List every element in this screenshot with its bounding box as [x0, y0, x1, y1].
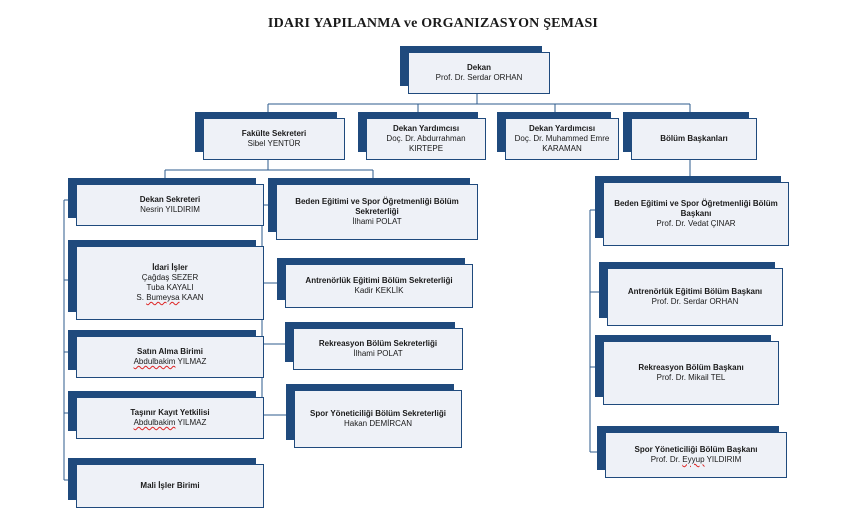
rekreasyon-baskan-name: Prof. Dr. Mikail TEL	[656, 373, 726, 382]
spor-yon-sekreter-box: Spor Yöneticiliği Bölüm Sekreterliği Hak…	[286, 384, 462, 448]
spor-yon-sekreter-title: Spor Yöneticiliği Bölüm Sekreterliği	[310, 409, 446, 418]
name-rest: YILMAZ	[175, 357, 207, 366]
spor-yon-sekreter-name: Hakan DEMİRCAN	[343, 419, 412, 428]
spor-yon-baskan-title: Spor Yöneticiliği Bölüm Başkanı	[634, 445, 758, 454]
spor-yon-baskan-box: Spor Yöneticiliği Bölüm Başkanı Prof. Dr…	[597, 426, 787, 478]
bolum-baskanlari-title: Bölüm Başkanları	[660, 134, 728, 143]
idari-isler-name-2: Tuba KAYALI	[146, 283, 194, 292]
bes-sekreter-name: İlhami POLAT	[352, 217, 402, 226]
chart-title: IDARI YAPILANMA ve ORGANIZASYON ŞEMASI	[267, 16, 599, 31]
dekan-yardimcisi-2-name: Doç. Dr. Muhammed Emre KARAMAN	[514, 134, 610, 153]
name-wavy: Abdulbakim	[133, 418, 176, 427]
bes-baskan-box: Beden Eğitimi ve Spor Öğretmenliği Bölüm…	[595, 176, 789, 246]
antrenorluk-sekreter-name: Kadir KEKLİK	[354, 286, 404, 295]
dekan-yardimcisi-2-title: Dekan Yardımcısı	[528, 124, 596, 133]
dekan-yardimcisi-1-name: Doç. Dr. Abdurrahman KIRTEPE	[386, 134, 466, 153]
name-prefix: S.	[136, 293, 147, 302]
name-suffix: YILDIRIM	[704, 455, 742, 464]
rekreasyon-sekreter-name: İlhami POLAT	[353, 349, 403, 358]
satin-alma-title: Satın Alma Birimi	[137, 347, 203, 356]
dekan-sekreteri-name: Nesrin YILDIRIM	[140, 205, 200, 214]
fakulte-sekreteri-name: Sibel YENTÜR	[247, 139, 301, 148]
antrenorluk-baskan-name: Prof. Dr. Serdar ORHAN	[651, 297, 739, 306]
name-wavy: Abdulbakim	[133, 357, 176, 366]
antrenorluk-baskan-title: Antrenörlük Eğitimi Bölüm Başkanı	[627, 287, 763, 296]
idari-isler-title: İdari İşler	[152, 263, 188, 272]
dekan-sekreteri-box: Dekan Sekreteri Nesrin YILDIRIM	[68, 178, 264, 226]
dekan-box: Dekan Prof. Dr. Serdar ORHAN	[400, 46, 550, 94]
dekan-yardimcisi-2-box: Dekan Yardımcısı Doç. Dr. Muhammed Emre …	[497, 112, 619, 160]
idari-isler-name-1: Çağdaş SEZER	[141, 273, 199, 282]
tasinir-name: Abdulbakim YILMAZ	[134, 418, 207, 428]
name-wavy: Bumeysa	[146, 293, 180, 302]
antrenorluk-baskan-box: Antrenörlük Eğitimi Bölüm Başkanı Prof. …	[599, 262, 783, 326]
antrenorluk-sekreter-title: Antrenörlük Eğitimi Bölüm Sekreterliği	[305, 276, 453, 285]
tasinir-title: Taşınır Kayıt Yetkilisi	[130, 408, 210, 417]
rekreasyon-baskan-title: Rekreasyon Bölüm Başkanı	[638, 363, 744, 372]
mali-isler-box: Mali İşler Birimi	[68, 458, 264, 508]
satin-alma-name: Abdulbakim YILMAZ	[134, 357, 207, 367]
rekreasyon-baskan-box: Rekreasyon Bölüm Başkanı Prof. Dr. Mikai…	[595, 335, 779, 405]
bes-baskan-name: Prof. Dr. Vedat ÇINAR	[656, 219, 736, 228]
rekreasyon-sekreter-box: Rekreasyon Bölüm Sekreterliği İlhami POL…	[285, 322, 463, 370]
bes-sekreter-box: Beden Eğitimi ve Spor Öğretmenliği Bölüm…	[268, 178, 478, 240]
rekreasyon-sekreter-title: Rekreasyon Bölüm Sekreterliği	[318, 339, 438, 348]
name-rest: YILMAZ	[175, 418, 207, 427]
satin-alma-box: Satın Alma Birimi Abdulbakim YILMAZ	[68, 330, 264, 378]
name-wavy: Eyyup	[682, 455, 705, 464]
dekan-name: Prof. Dr. Serdar ORHAN	[435, 73, 523, 82]
dekan-yardimcisi-1-box: Dekan Yardımcısı Doç. Dr. Abdurrahman KI…	[358, 112, 486, 160]
spor-yon-baskan-name: Prof. Dr. Eyyup YILDIRIM	[651, 455, 742, 465]
tasinir-box: Taşınır Kayıt Yetkilisi Abdulbakim YILMA…	[68, 391, 264, 439]
bes-baskan-title: Beden Eğitimi ve Spor Öğretmenliği Bölüm…	[614, 199, 778, 218]
idari-isler-box: İdari İşler Çağdaş SEZER Tuba KAYALI S. …	[68, 240, 264, 320]
bolum-baskanlari-box: Bölüm Başkanları	[623, 112, 757, 160]
fakulte-sekreteri-title: Fakülte Sekreteri	[241, 129, 307, 138]
mali-isler-title: Mali İşler Birimi	[140, 481, 200, 490]
antrenorluk-sekreter-box: Antrenörlük Eğitimi Bölüm Sekreterliği K…	[277, 258, 473, 308]
name-suffix: KAAN	[179, 293, 204, 302]
name-prefix: Prof. Dr.	[650, 455, 683, 464]
dekan-sekreteri-title: Dekan Sekreteri	[139, 195, 201, 204]
bes-sekreter-title: Beden Eğitimi ve Spor Öğretmenliği Bölüm…	[295, 197, 459, 216]
dekan-title: Dekan	[466, 63, 491, 72]
dekan-yardimcisi-1-title: Dekan Yardımcısı	[392, 124, 460, 133]
fakulte-sekreteri-box: Fakülte Sekreteri Sibel YENTÜR	[195, 112, 345, 160]
idari-isler-name-3: S. Bumeysa KAAN	[136, 293, 203, 303]
